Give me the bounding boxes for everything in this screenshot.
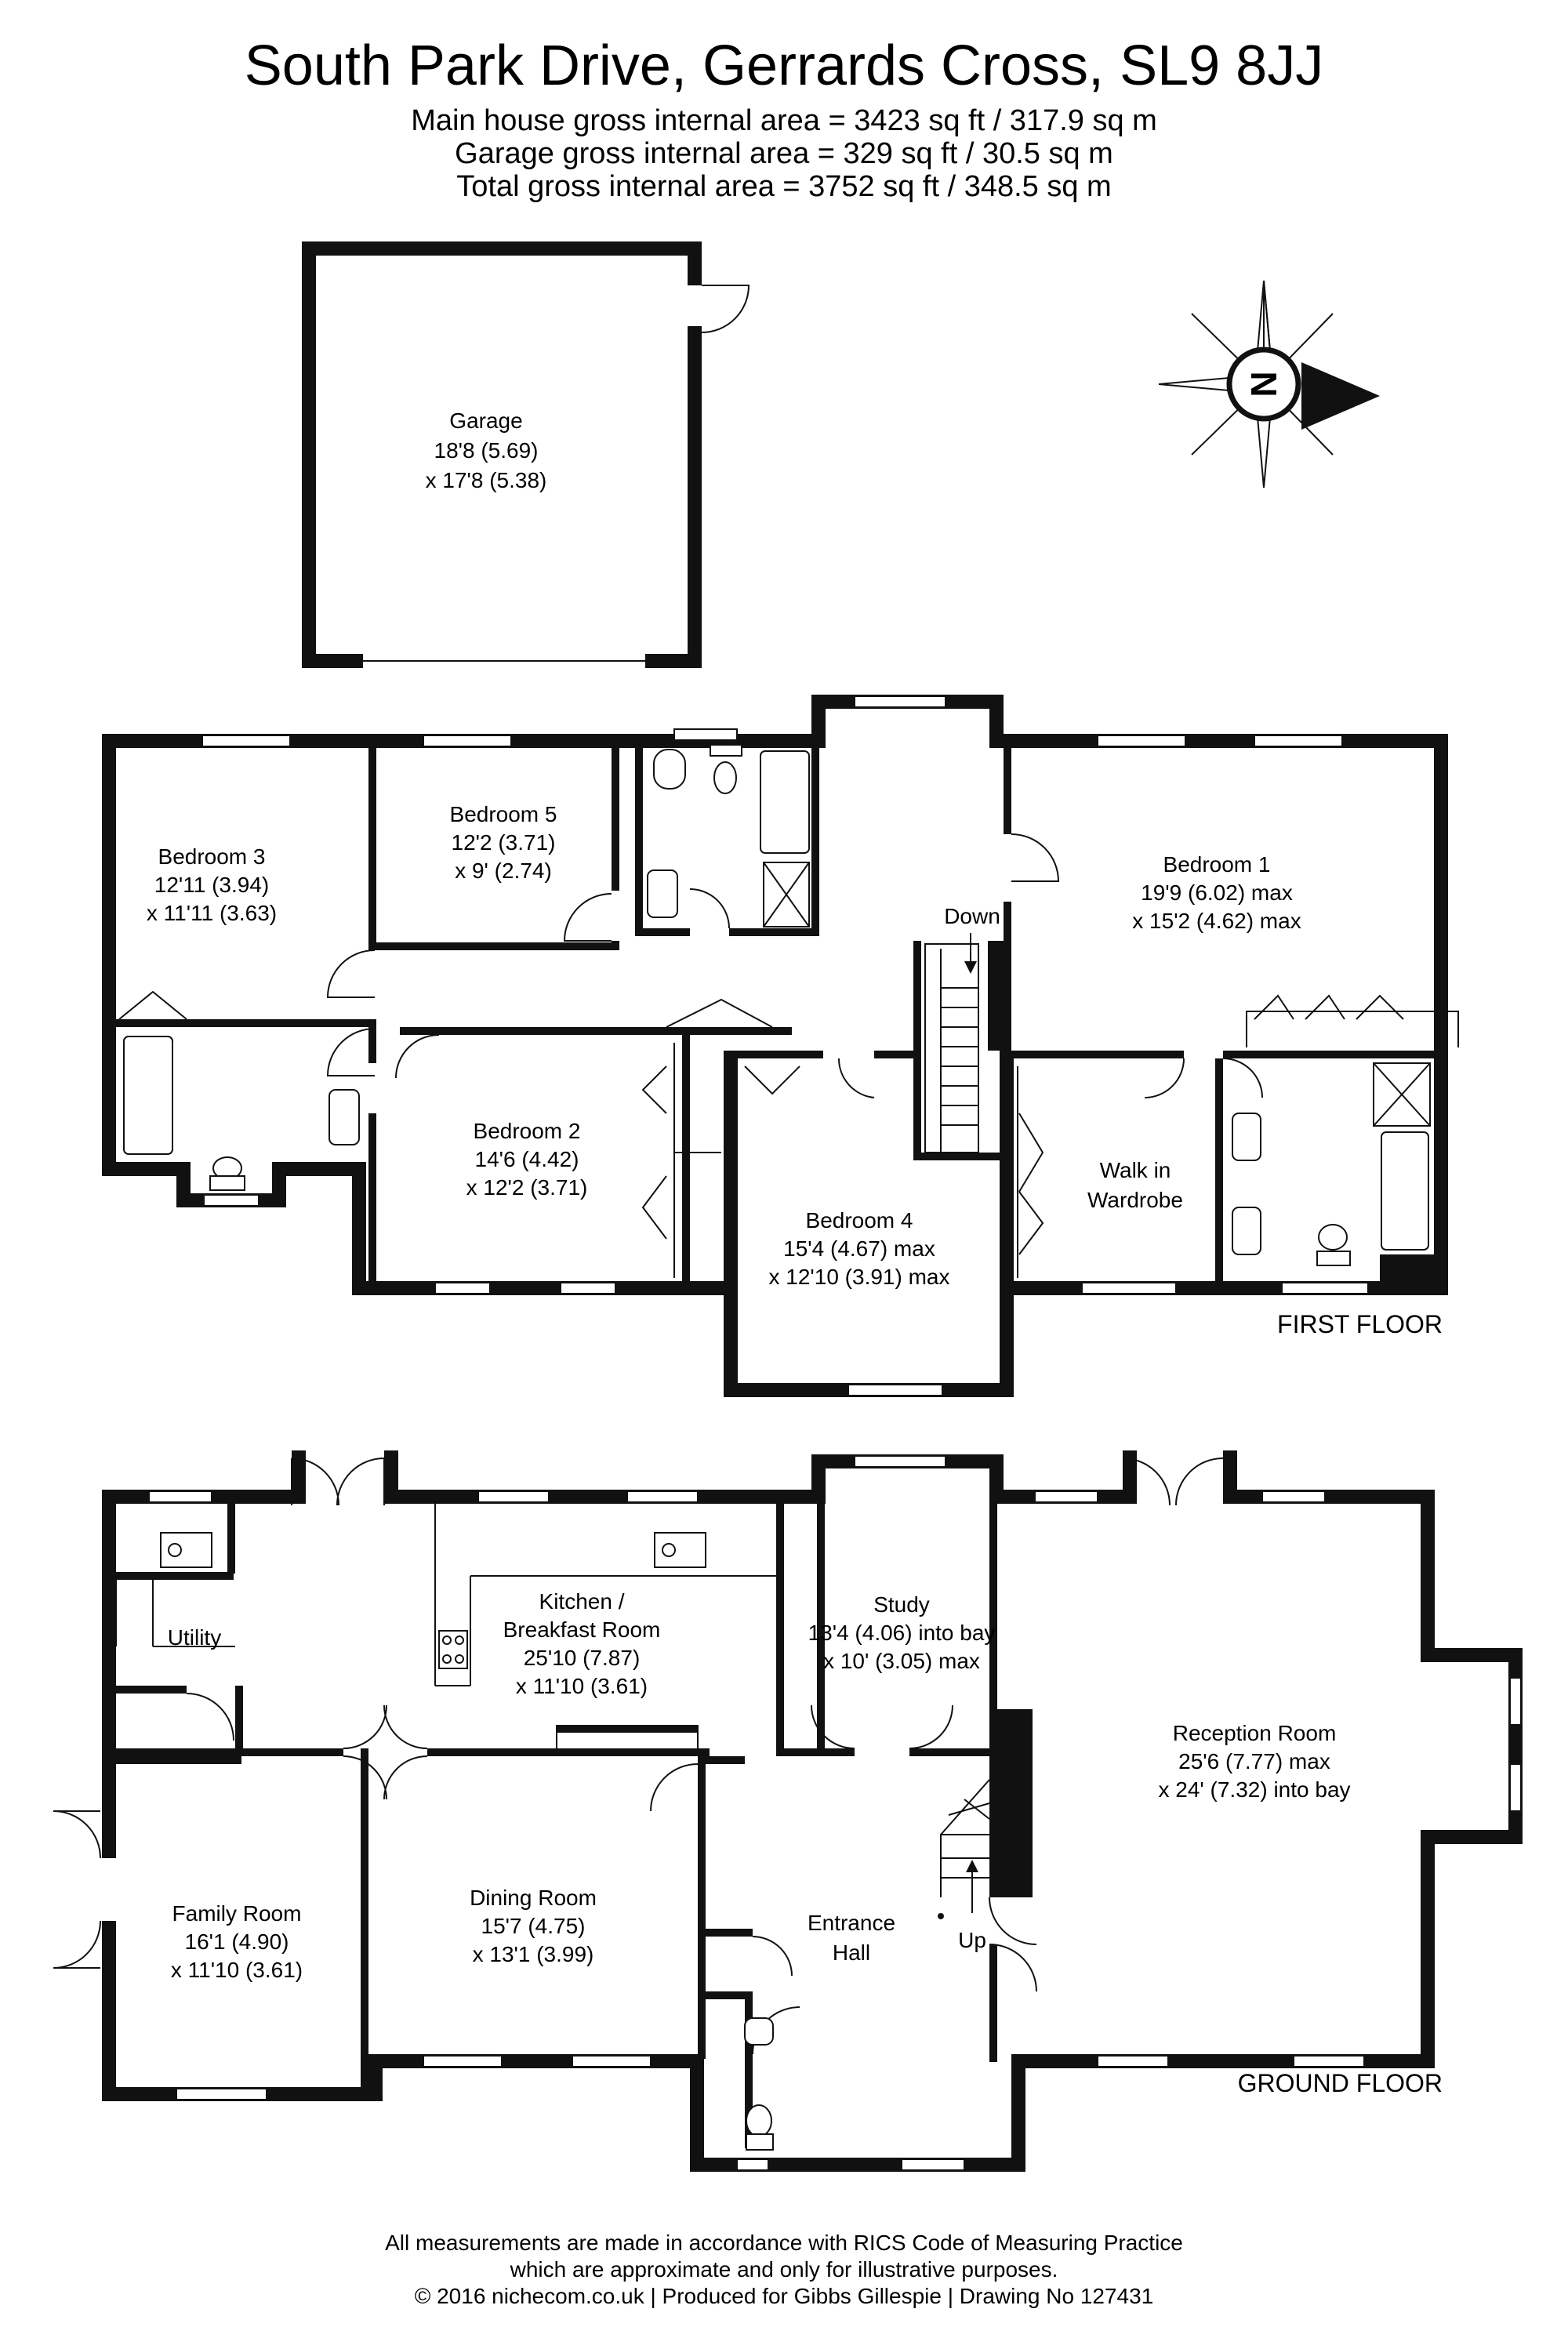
bedroom2-label: Bedroom 2 — [474, 1119, 581, 1143]
first-floor-stair-treads — [940, 949, 978, 1153]
header: South Park Drive, Gerrards Cross, SL9 8J… — [245, 34, 1323, 203]
bedroom2-dim2: x 12'2 (3.71) — [466, 1175, 588, 1200]
footer-line3: © 2016 nichecom.co.uk | Produced for Gib… — [415, 2284, 1154, 2308]
stairs-up-label: Up — [958, 1928, 986, 1952]
family-room-dim2: x 11'10 (3.61) — [171, 1958, 303, 1982]
footer-line2: which are approximate and only for illus… — [510, 2257, 1058, 2282]
bedroom5-label: Bedroom 5 — [450, 802, 557, 826]
bedroom4-dim1: 15'4 (4.67) max — [783, 1236, 935, 1261]
family-room-dim1: 16'1 (4.90) — [185, 1929, 289, 1954]
kitchen-label-line1: Kitchen / — [539, 1589, 625, 1614]
compass-north-letter: N — [1243, 371, 1284, 397]
reception-dim2: x 24' (7.32) into bay — [1158, 1777, 1350, 1802]
bedroom5-dim2: x 9' (2.74) — [455, 859, 552, 883]
wardrobe-label-line2: Wardrobe — [1087, 1188, 1183, 1212]
bedroom1-label: Bedroom 1 — [1163, 852, 1271, 877]
dining-room-dim1: 15'7 (4.75) — [481, 1914, 586, 1938]
total-area: Total gross internal area = 3752 sq ft /… — [456, 170, 1111, 203]
bedroom3-dim1: 12'11 (3.94) — [154, 873, 269, 897]
stairs-down-label: Down — [944, 904, 1000, 928]
bedroom1-dim1: 19'9 (6.02) max — [1141, 880, 1293, 905]
footer: All measurements are made in accordance … — [385, 2231, 1183, 2308]
study-label: Study — [873, 1592, 930, 1617]
bedroom1-dim2: x 15'2 (4.62) max — [1132, 909, 1301, 933]
main-house-area: Main house gross internal area = 3423 sq… — [411, 104, 1157, 137]
entrance-hall-label-line2: Hall — [833, 1940, 870, 1965]
kitchen-dim1: 25'10 (7.87) — [524, 1646, 641, 1670]
first-floor-label: FIRST FLOOR — [1277, 1310, 1443, 1338]
compass-rose-icon: N — [1158, 280, 1380, 488]
garage-dim2: x 17'8 (5.38) — [426, 468, 547, 492]
ground-floor: Utility Kitchen / Breakfast Room 25'10 (… — [53, 1450, 1523, 2172]
dining-room-dim2: x 13'1 (3.99) — [473, 1942, 594, 1966]
reception-label: Reception Room — [1173, 1721, 1337, 1745]
family-room-label: Family Room — [172, 1901, 302, 1926]
garage-label: Garage — [449, 408, 522, 433]
utility-label: Utility — [168, 1625, 221, 1650]
study-dim1: 13'4 (4.06) into bay — [808, 1621, 996, 1645]
garage: Garage 18'8 (5.69) x 17'8 (5.38) — [302, 241, 750, 668]
bedroom5-dim1: 12'2 (3.71) — [452, 830, 556, 855]
reception-dim1: 25'6 (7.77) max — [1178, 1749, 1330, 1773]
ground-floor-stair-treads — [940, 1779, 990, 1897]
dining-room-label: Dining Room — [470, 1886, 597, 1910]
ground-floor-label: GROUND FLOOR — [1238, 2069, 1443, 2097]
garage-area: Garage gross internal area = 329 sq ft /… — [455, 137, 1113, 170]
bedroom3-label: Bedroom 3 — [158, 844, 266, 869]
entrance-hall-label-line1: Entrance — [808, 1911, 895, 1935]
kitchen-label-line2: Breakfast Room — [503, 1617, 661, 1642]
bedroom3-dim2: x 11'11 (3.63) — [147, 901, 277, 925]
page-title: South Park Drive, Gerrards Cross, SL9 8J… — [245, 34, 1323, 97]
footer-line1: All measurements are made in accordance … — [385, 2231, 1183, 2255]
study-dim2: x 10' (3.05) max — [823, 1649, 980, 1673]
first-floor: Bedroom 3 12'11 (3.94) x 11'11 (3.63) Be… — [102, 695, 1459, 1397]
bedroom4-dim2: x 12'10 (3.91) max — [768, 1265, 949, 1289]
garage-dim1: 18'8 (5.69) — [434, 438, 539, 463]
bedroom4-label: Bedroom 4 — [806, 1208, 913, 1232]
wardrobe-label-line1: Walk in — [1100, 1158, 1171, 1182]
kitchen-dim2: x 11'10 (3.61) — [516, 1674, 648, 1698]
bedroom2-dim1: 14'6 (4.42) — [475, 1147, 579, 1171]
